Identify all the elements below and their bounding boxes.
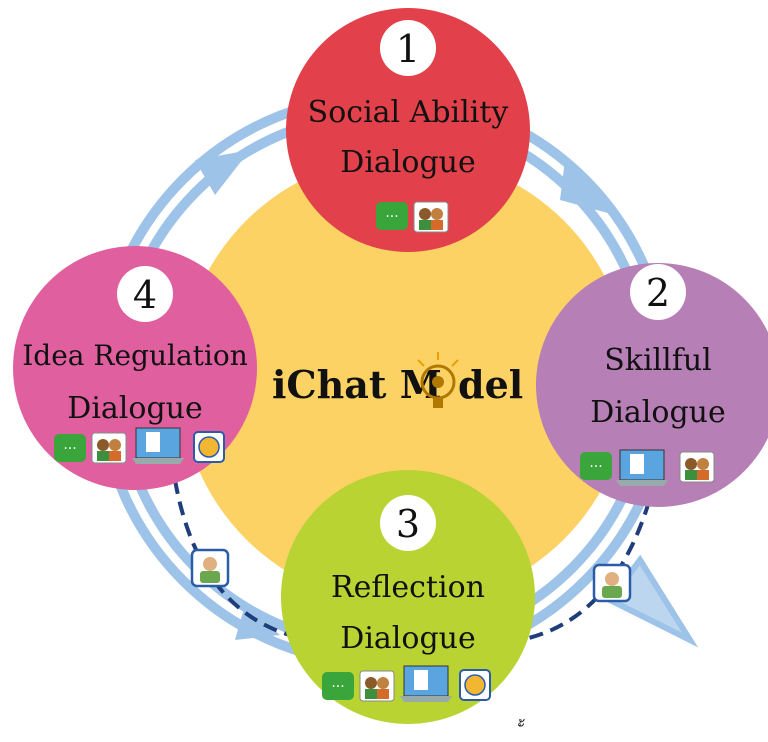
lightbulb-gear-icon [417,352,459,408]
center-title-left: iChat M [272,362,442,407]
center-title: iChat M del [272,352,523,408]
globe-icon [193,431,225,463]
node3-number-badge [380,495,436,551]
dashed-path-left [162,462,311,642]
node2-label-line2: Dialogue [590,395,725,430]
teacher-icon-right [592,563,632,603]
laptop-icon [132,427,184,464]
node4-number: 4 [133,273,157,317]
chat-icon [322,672,354,700]
svg-text:···: ··· [385,209,398,225]
node4-label-line1: Idea Regulation [22,339,248,372]
teacher-icon-left [190,548,230,588]
node-social-ability: 1 Social Ability Dialogue ··· [286,8,530,252]
node2-number-badge [630,264,686,320]
svg-text:···: ··· [331,679,344,695]
node3-label-line2: Dialogue [340,621,475,656]
node1-number-badge [380,20,436,76]
globe-icon [459,669,491,701]
node-reflection: 3 Reflection Dialogue ··· [281,470,535,724]
node3-label-line1: Reflection [331,570,485,605]
chat-icon [580,452,612,480]
center-title-right: del [458,362,523,407]
svg-text:···: ··· [589,459,602,475]
node-idea-regulation: 4 Idea Regulation Dialogue ··· [13,246,257,490]
node4-number-badge [117,266,173,322]
laptop-icon [616,449,668,486]
bottom-glyph: ั้ [518,719,525,727]
node2-number: 2 [646,271,670,315]
node4-label-line2: Dialogue [67,391,202,426]
laptop-icon [400,665,452,702]
node1-label-line1: Social Ability [308,95,509,130]
node-skillful: 2 Skillful Dialogue ··· [536,263,768,507]
arrow-head-topright [560,160,615,215]
node3-number: 3 [396,502,420,546]
chat-icon [376,202,408,230]
node1-number: 1 [396,27,420,71]
center-circle [180,155,630,605]
chat-icon [54,434,86,462]
node1-label-line2: Dialogue [340,145,475,180]
svg-text:···: ··· [63,441,76,457]
node2-label-line1: Skillful [604,343,712,378]
arrow-head-topleft [195,150,250,195]
